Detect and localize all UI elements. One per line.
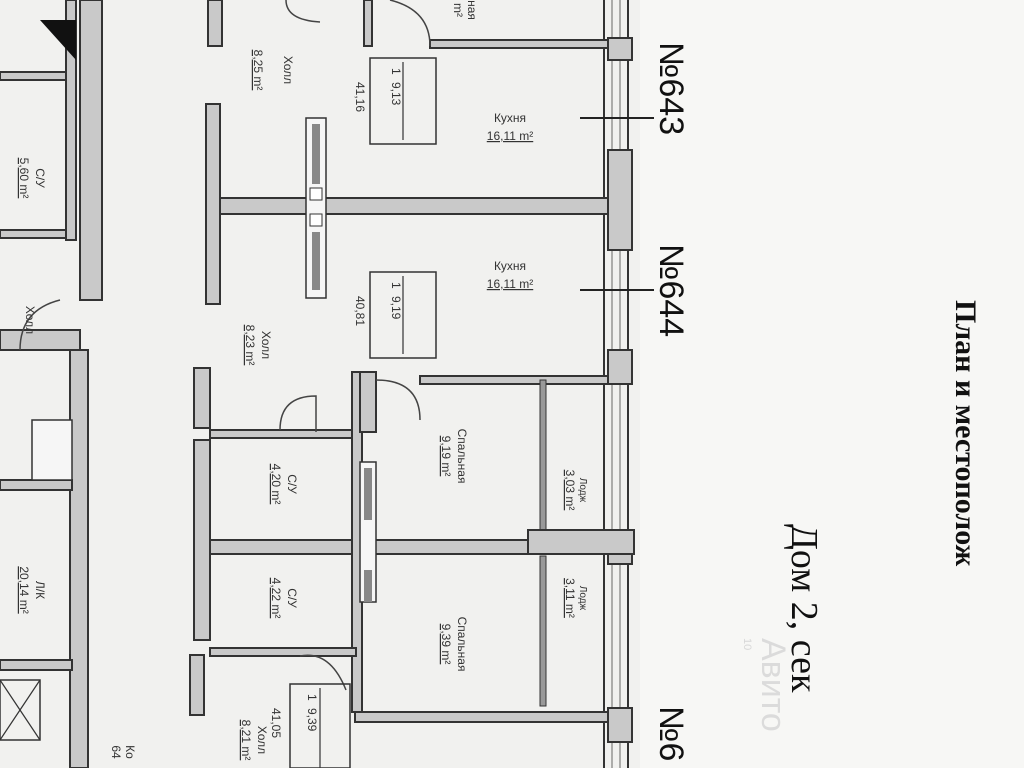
stamp-643-rooms: 1 (389, 68, 403, 75)
apartment-643-number: №643 (652, 42, 690, 135)
bath-left-name: С/У (33, 168, 47, 188)
hall-644-area: 8,23 m² (243, 325, 257, 366)
doors (19, 0, 431, 691)
watermark-id: 10 (741, 638, 753, 650)
stair-left-name: Л/К (33, 581, 47, 599)
top-partial-area: m² (451, 3, 465, 17)
bath-left-area: 5,60 m² (17, 158, 31, 199)
stamp-645-box (289, 683, 351, 768)
loggia-645-name: Лодж (577, 586, 588, 611)
stamp-645-rooms: 1 (305, 694, 319, 701)
kitchen-643-name: Кухня (494, 111, 526, 125)
stair-left-area: 20,14 m² (17, 566, 31, 613)
bath-645-name: С/У (285, 588, 299, 608)
bath-644-area: 4,20 m² (269, 464, 283, 505)
apartment-644-number: №644 (652, 244, 690, 337)
hall-645-name: Холл (255, 726, 269, 754)
bedroom-644-name: Спальная (455, 429, 469, 484)
walls (0, 0, 635, 768)
bath-644-name: С/У (285, 474, 299, 494)
hall-643-name: Холл (281, 56, 295, 84)
hall-left-name: Холл (23, 306, 37, 334)
plan-title: План и местополож (949, 300, 982, 566)
kitchen-643-area: 16,11 m² (487, 129, 533, 143)
loggia-644-area: 3,03 m² (563, 470, 577, 511)
apartment-645-number: №6 (652, 706, 690, 761)
stamp-645-total: 41,05 (269, 708, 283, 738)
hall-644-name: Холл (259, 331, 273, 359)
loggia-645-area: 3,11 m² (563, 578, 577, 618)
loggia-644-name: Лодж (577, 478, 588, 503)
stamp-643-living: 9,13 (389, 82, 403, 106)
hall-643-area: 8,25 m² (251, 50, 265, 91)
stamp-644-living: 9,19 (389, 296, 403, 320)
bedroom-645-area: 9,39 m² (439, 624, 453, 665)
hall-645-area: 8,21 m² (239, 720, 253, 761)
house-section-title: Дом 2, сек (783, 524, 825, 693)
watermark-brand: Авито (754, 638, 792, 732)
corridor-left-name: Ко (123, 745, 137, 759)
kitchen-644-name: Кухня (494, 259, 526, 273)
stamp-645-living: 9,39 (305, 708, 319, 732)
bath-645-area: 4,22 m² (269, 578, 283, 619)
stamp-644-rooms: 1 (389, 282, 403, 289)
bedroom-645-name: Спальная (455, 617, 469, 672)
stamp-643-box (369, 57, 437, 145)
bedroom-644-area: 9,19 m² (439, 436, 453, 477)
stamp-643-total: 41,16 (353, 82, 367, 112)
stamp-644-total: 40,81 (353, 296, 367, 326)
corridor-left-area: 64 (109, 745, 123, 759)
stamp-644-box (369, 271, 437, 359)
kitchen-644-area: 16,11 m² (487, 277, 533, 291)
top-partial-name: ная (465, 0, 479, 20)
paper-right (640, 0, 1024, 768)
